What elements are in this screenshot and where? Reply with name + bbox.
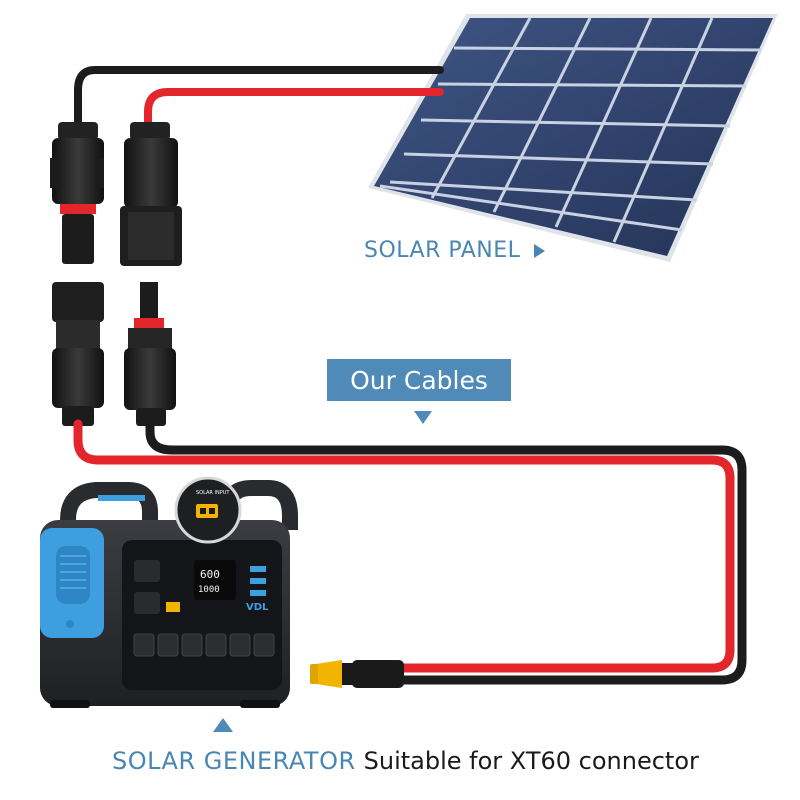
- right-arrow-icon: [534, 243, 546, 258]
- generator-brand: VDL: [246, 602, 269, 613]
- xt60-connector: [310, 660, 404, 688]
- mc4-connector-upper-left: [50, 122, 104, 264]
- up-arrow-icon: [213, 718, 233, 732]
- generator-display-mid: 1000: [198, 585, 220, 595]
- our-cables-label: Our Cables: [350, 365, 488, 395]
- mc4-connector-lower-left: [52, 282, 104, 426]
- our-cables: [73, 419, 747, 685]
- our-cables-badge: Our Cables: [327, 359, 511, 401]
- xt60-suitability-text: Suitable for XT60 connector: [363, 747, 699, 775]
- solar-panel: [368, 14, 778, 262]
- generator-display-top: 600: [200, 568, 220, 581]
- panel-cables: [74, 66, 444, 129]
- solar-generator-label: SOLAR GENERATOR: [112, 747, 356, 775]
- solar-panel-caption: SOLAR PANEL: [364, 238, 546, 263]
- solar-generator: 600 1000 VDL SOLAR INPUT: [40, 476, 298, 708]
- solar-panel-label: SOLAR PANEL: [364, 238, 521, 263]
- mc4-connector-upper-right: [120, 122, 182, 266]
- mc4-connector-lower-right: [124, 282, 176, 426]
- down-arrow-icon: [414, 411, 432, 424]
- solar-input-label: SOLAR INPUT: [196, 490, 230, 496]
